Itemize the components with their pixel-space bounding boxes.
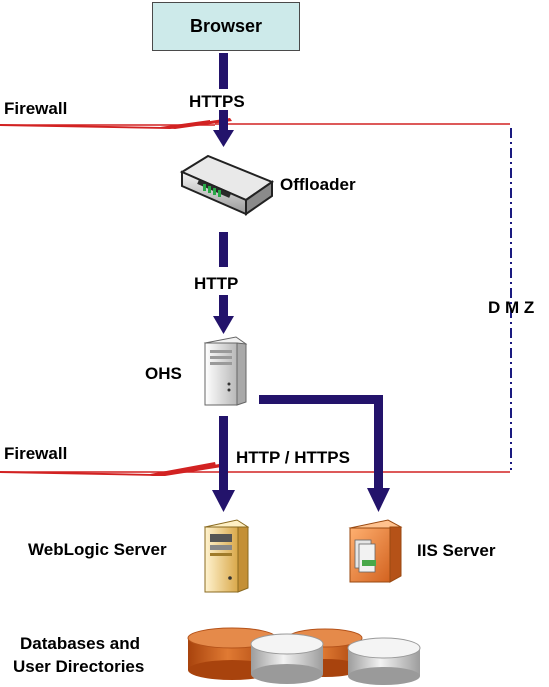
firewall-bottom-label: Firewall	[4, 444, 68, 463]
http-https-connection-label: HTTP / HTTPS	[236, 448, 350, 467]
dmz-label: D M Z	[488, 298, 535, 317]
weblogic-label: WebLogic Server	[28, 540, 167, 559]
firewall-top-label: Firewall	[4, 99, 68, 118]
browser-label: Browser	[189, 16, 263, 36]
database-cylinder-gray-1	[250, 633, 324, 684]
browser-node: Browser	[152, 2, 300, 51]
iis-label: IIS Server	[417, 541, 496, 560]
arrow-browser-to-offloader	[213, 53, 234, 147]
firewall-bottom-line	[0, 462, 510, 476]
arrow-ohs-to-weblogic	[212, 416, 235, 512]
offloader-device-icon	[179, 154, 275, 216]
firewall-top-line	[0, 118, 510, 129]
ohs-server-icon	[203, 336, 248, 406]
iis-server-icon	[348, 519, 403, 583]
weblogic-server-icon	[203, 519, 250, 593]
databases-label-line2: User Directories	[13, 657, 145, 676]
arrow-offloader-to-ohs	[213, 232, 234, 334]
databases-label-line1: Databases and	[20, 634, 140, 653]
database-cylinder-gray-2	[347, 637, 421, 685]
ohs-label: OHS	[145, 364, 182, 383]
http-connection-label: HTTP	[194, 274, 239, 293]
offloader-label: Offloader	[280, 175, 356, 194]
arrow-ohs-to-iis	[259, 395, 390, 512]
https-connection-label: HTTPS	[189, 92, 245, 111]
